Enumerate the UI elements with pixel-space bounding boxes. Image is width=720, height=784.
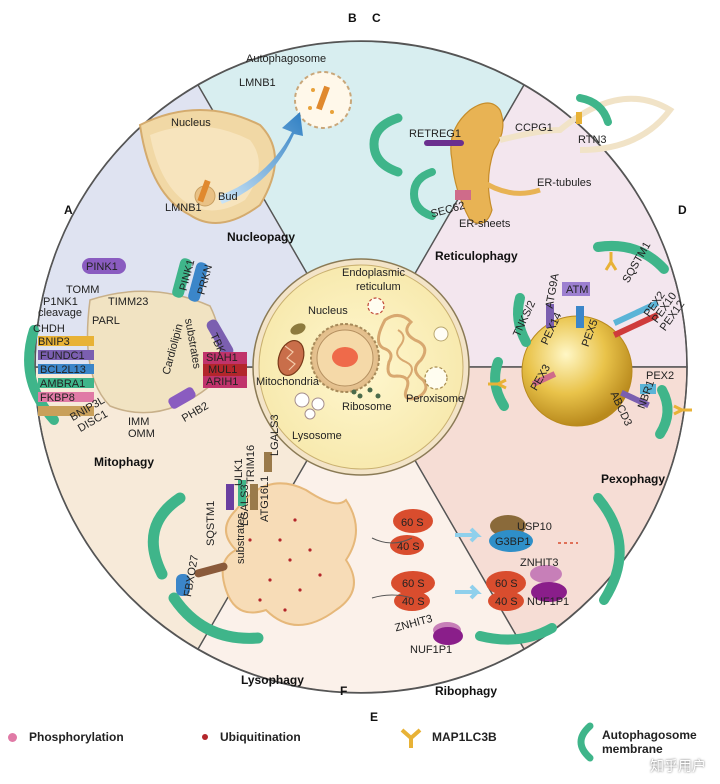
panel-reticulophagy: C Reticulophagy RETREG1 CCPG1 RTN3 ER-tu… xyxy=(369,11,675,263)
label-nucleus-b: Nucleus xyxy=(171,117,211,129)
label-peroxisome: Peroxisome xyxy=(406,393,464,405)
label-lgals3-top: LGALS3 xyxy=(269,414,281,456)
legend-autophagosome-label-2: membrane xyxy=(602,742,663,756)
autophagosome-membrane-icon xyxy=(577,722,594,762)
panel-letter-a: A xyxy=(64,203,73,217)
label-endoplasmic: Endoplasmic xyxy=(342,267,405,279)
panel-letter-f: F xyxy=(340,684,347,698)
label-bcl2l13: BCL2L13 xyxy=(40,364,86,376)
label-er-sheets: ER-sheets xyxy=(459,218,511,230)
panel-title-reticulophagy: Reticulophagy xyxy=(435,249,518,263)
panel-pexophagy: D Pexophagy ATG9A ATM SQSTM1 PEX2 PEX10 … xyxy=(488,203,692,486)
label-siah1: SIAH1 xyxy=(206,352,238,364)
panel-lysophagy: F Lysophagy ULK1 TRIM16 LGALS3 ATG16L1 L… xyxy=(147,414,357,698)
label-omm: OMM xyxy=(128,428,155,440)
label-mul1: MUL1 xyxy=(208,364,237,376)
legend-map1lc3b: MAP1LC3B xyxy=(398,724,497,750)
ubiq-dot-icon xyxy=(202,734,208,740)
label-substrates-f: substrates xyxy=(235,513,247,564)
label-g3bp1: G3BP1 xyxy=(495,536,530,548)
label-autophagosome-b: Autophagosome xyxy=(246,53,326,65)
label-ribosome: Ribosome xyxy=(342,401,392,413)
label-bnip3: BNIP3 xyxy=(38,336,70,348)
label-atm: ATM xyxy=(566,284,588,296)
lc3-receptor-icon xyxy=(400,728,422,748)
legend-autophagosome-label-1: Autophagosome xyxy=(602,728,697,742)
label-ambra1: AMBRA1 xyxy=(40,378,85,390)
label-sqstm1-f: SQSTM1 xyxy=(205,501,217,546)
legend-phosphorylation: Phosphorylation xyxy=(8,730,124,744)
label-rtn3: RTN3 xyxy=(578,134,607,146)
legend-phosphorylation-label: Phosphorylation xyxy=(29,730,124,744)
label-pex2-bottom: PEX2 xyxy=(646,370,674,382)
label-60s-top: 60 S xyxy=(401,517,424,529)
label-fundc1: FUNDC1 xyxy=(40,350,85,362)
label-nuf1p1-right: NUF1P1 xyxy=(527,596,569,608)
label-chdh: CHDH xyxy=(33,323,65,335)
legend: Phosphorylation Ubiquitination MAP1LC3B … xyxy=(0,722,720,784)
legend-ubiquitination-label: Ubiquitination xyxy=(220,730,301,744)
label-lysosome: Lysosome xyxy=(292,430,342,442)
panel-nucleopagy: B Nucleopagy Autophagosome LMNB1 Nucleus… xyxy=(138,11,357,244)
label-60s-left: 60 S xyxy=(402,578,425,590)
label-40s-right: 40 S xyxy=(495,596,518,608)
center-cell: Endoplasmic reticulum Nucleus Mitochondr… xyxy=(252,258,470,476)
label-fkbp8: FKBP8 xyxy=(40,392,75,404)
panel-letter-c: C xyxy=(372,11,381,25)
label-lmnb1-bottom: LMNB1 xyxy=(165,202,202,214)
label-mitochondria: Mitochondria xyxy=(256,376,320,388)
label-imm: IMM xyxy=(128,416,149,428)
label-znhit3-right: ZNHIT3 xyxy=(520,557,559,569)
label-40s-left: 40 S xyxy=(402,596,425,608)
panel-title-ribophagy: Ribophagy xyxy=(435,684,497,698)
label-timm23: TIMM23 xyxy=(108,296,148,308)
panel-title-mitophagy: Mitophagy xyxy=(94,455,154,469)
label-pink1-top: PINK1 xyxy=(86,261,118,273)
label-retreg1: RETREG1 xyxy=(409,128,461,140)
panel-letter-b: B xyxy=(348,11,357,25)
legend-map1lc3b-label: MAP1LC3B xyxy=(432,730,497,744)
panel-ribophagy: E Ribophagy 60 S 40 S USP10 G3BP1 ZNHIT3… xyxy=(370,493,625,724)
legend-autophagosome-membrane: Autophagosome membrane xyxy=(570,722,697,762)
label-tomm: TOMM xyxy=(66,284,99,296)
panel-title-nucleopagy: Nucleopagy xyxy=(227,230,295,244)
label-cleavage: cleavage xyxy=(38,307,82,319)
panel-title-pexophagy: Pexophagy xyxy=(601,472,665,486)
label-p1nk1: P1NK1 xyxy=(43,296,78,308)
panel-letter-e: E xyxy=(370,710,378,724)
phospho-dot-icon xyxy=(8,732,17,742)
panel-mitophagy: A Mitophagy PINK1 TOMM P1NK1 cleavage TI… xyxy=(24,203,247,469)
label-ccpg1: CCPG1 xyxy=(515,122,553,134)
label-bud: Bud xyxy=(218,191,238,203)
label-trim16: TRIM16 xyxy=(245,445,257,484)
label-40s-top: 40 S xyxy=(397,541,420,553)
panel-title-lysophagy: Lysophagy xyxy=(241,673,304,687)
label-60s-right: 60 S xyxy=(495,578,518,590)
label-arih1: ARIH1 xyxy=(206,376,238,388)
watermark: 知乎用户 xyxy=(650,759,706,775)
label-nucleus-center: Nucleus xyxy=(308,305,348,317)
legend-ubiquitination: Ubiquitination xyxy=(202,730,301,744)
panel-letter-d: D xyxy=(678,203,687,217)
label-lmnb1-top: LMNB1 xyxy=(239,77,276,89)
label-parl: PARL xyxy=(92,315,120,327)
label-usp10: USP10 xyxy=(517,521,552,533)
label-lgals3-mid: LGALS3 xyxy=(239,484,251,526)
label-atg16l1: ATG16L1 xyxy=(259,476,271,522)
label-er-tubules: ER-tubules xyxy=(537,177,592,189)
label-nuf1p1-left: NUF1P1 xyxy=(410,644,452,656)
label-ulk1: ULK1 xyxy=(233,458,245,486)
label-reticulum: reticulum xyxy=(356,281,401,293)
